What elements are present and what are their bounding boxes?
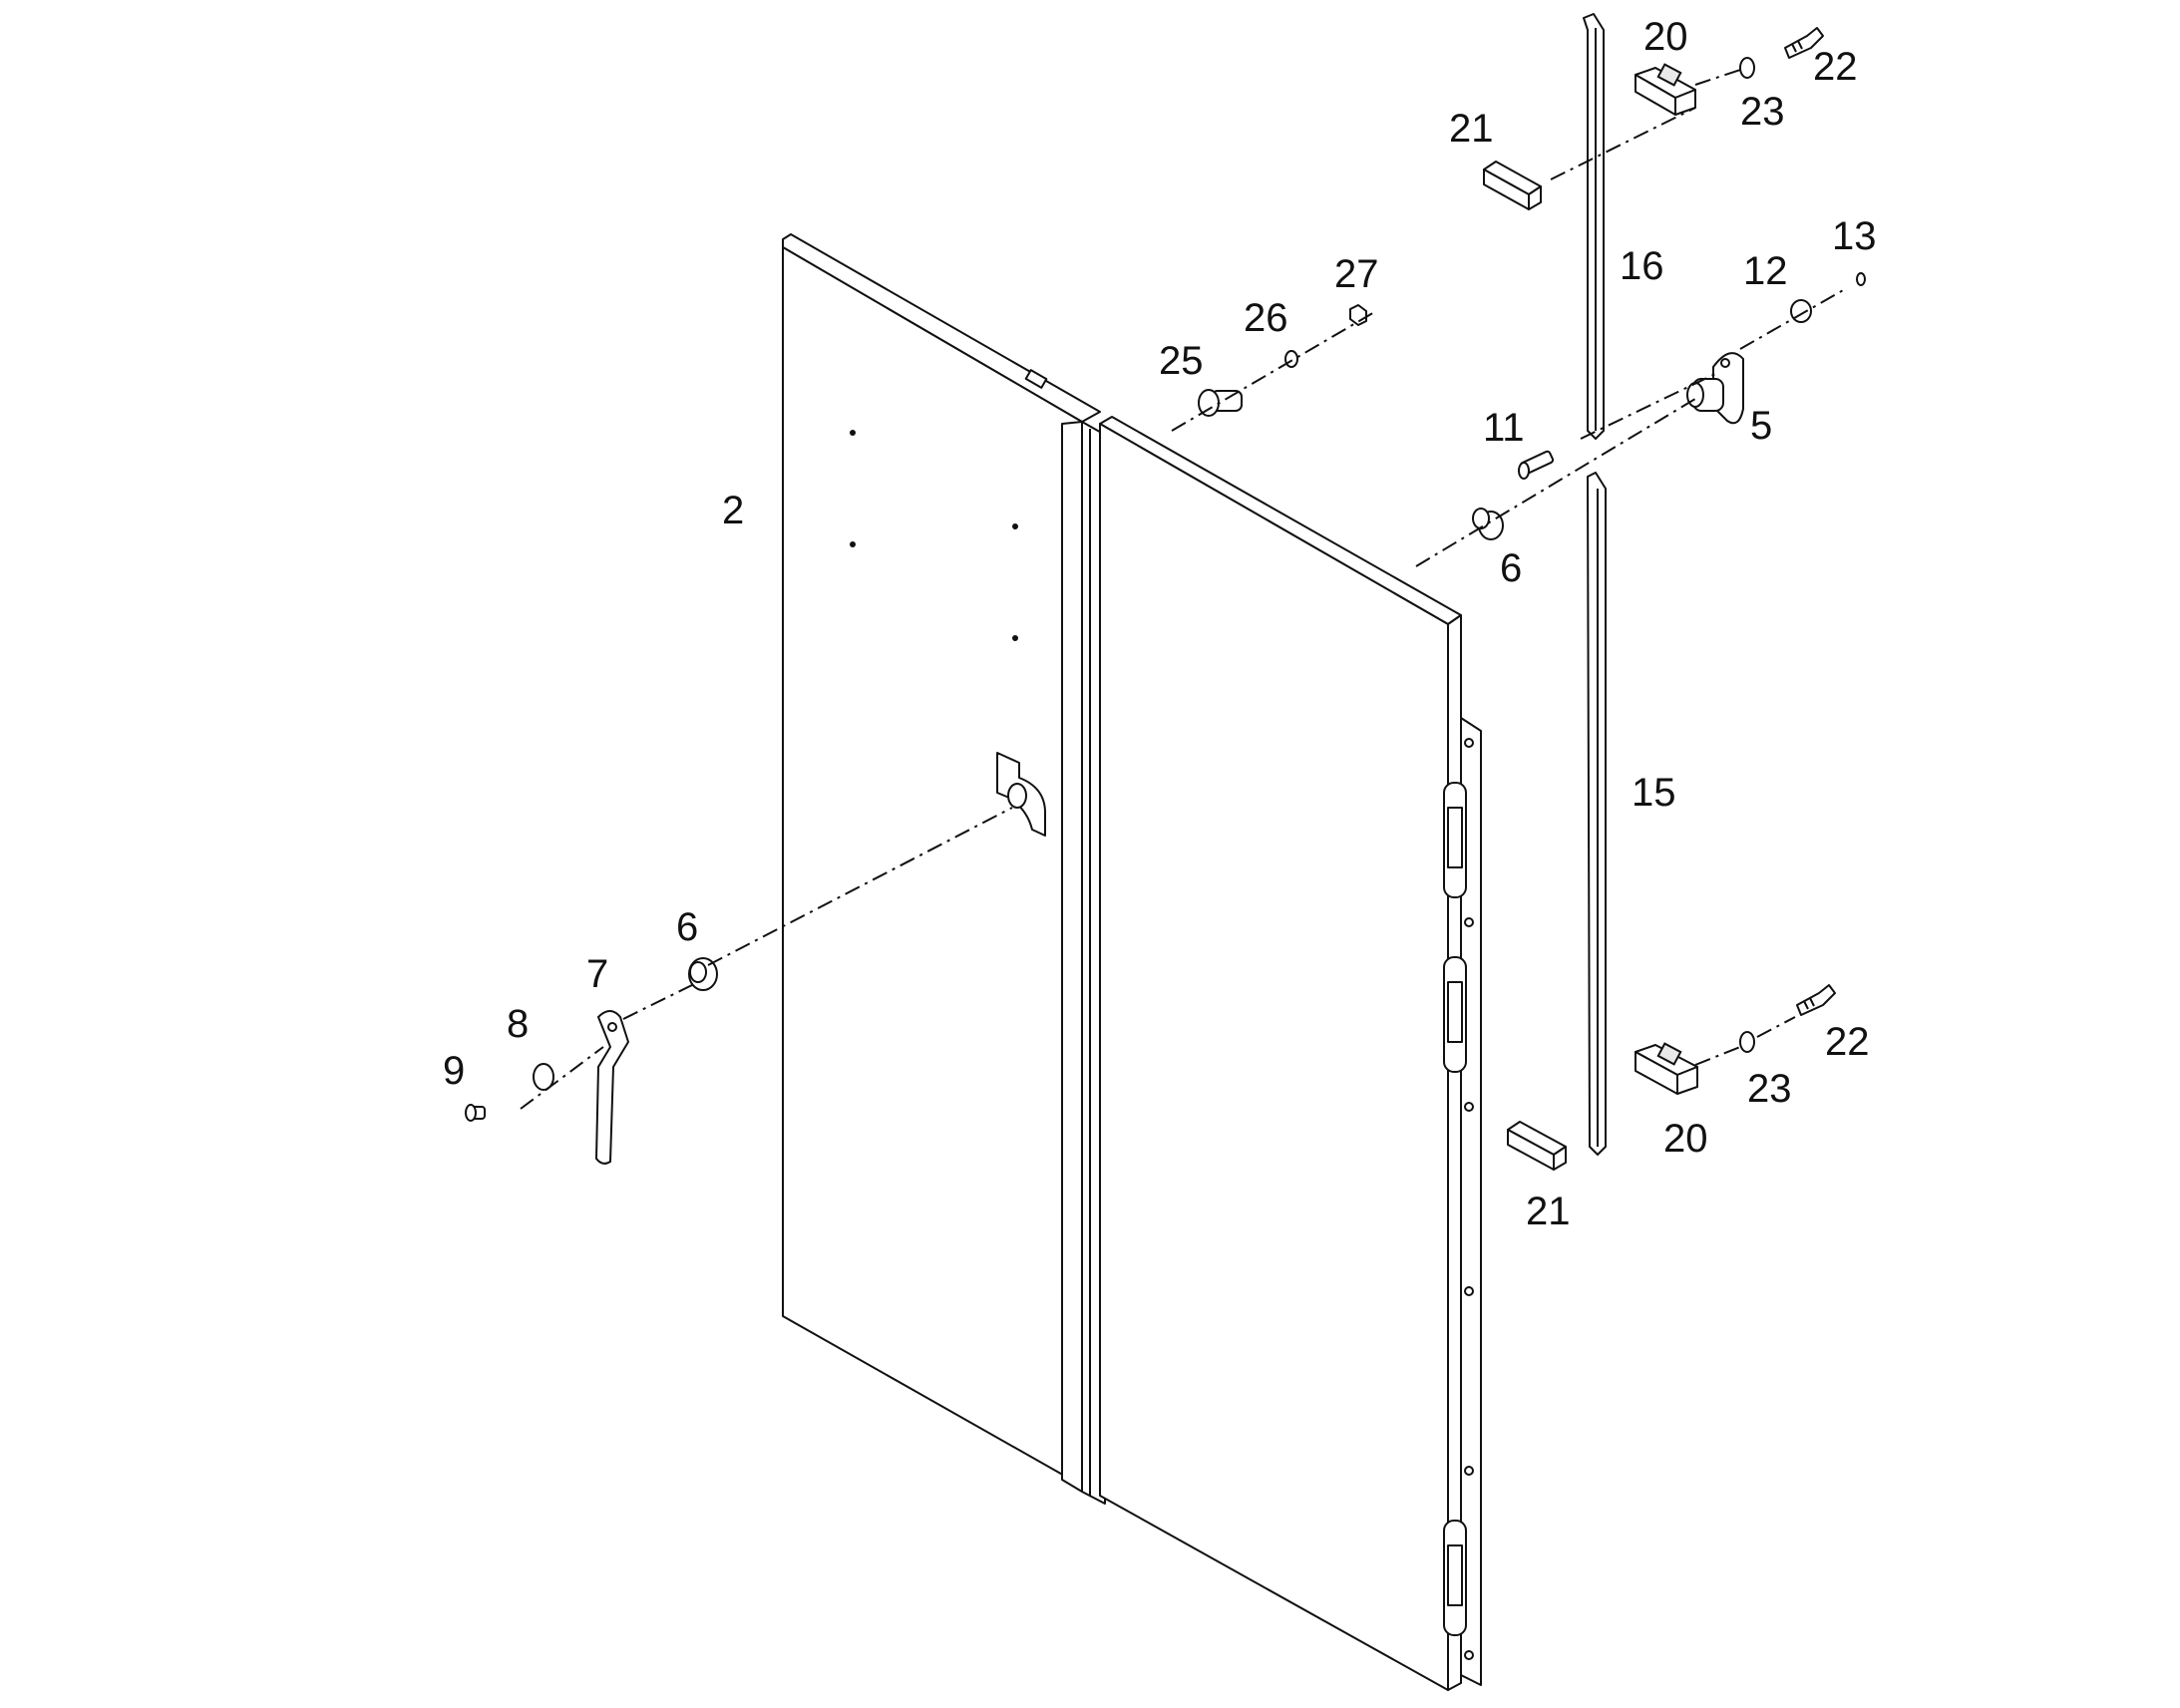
callout-27: 27: [1334, 252, 1379, 296]
center-astragal: [1061, 421, 1106, 1505]
callout-2: 2: [722, 489, 744, 532]
bolt-22-bottom: [1796, 984, 1836, 1016]
screw-9: [465, 1104, 486, 1122]
callout-22-top: 22: [1813, 45, 1858, 89]
callout-23-top: 23: [1740, 90, 1785, 134]
callout-9: 9: [443, 1049, 465, 1093]
callout-15: 15: [1632, 771, 1676, 815]
bushing-6-upper: [1472, 508, 1504, 540]
latch-plate: [996, 752, 1046, 837]
callout-12: 12: [1743, 249, 1788, 293]
callout-6-upper: 6: [1500, 546, 1522, 590]
washer-8: [533, 1063, 554, 1091]
callout-11: 11: [1483, 406, 1525, 450]
callout-20-top: 20: [1643, 15, 1688, 59]
callout-20-bottom: 20: [1663, 1117, 1708, 1161]
callout-labels: 2 5 6 6 7 8 9 11 12 13 15 16 20 20 21 21…: [443, 15, 1877, 1233]
callout-25: 25: [1159, 339, 1204, 383]
pin-11: [1518, 450, 1555, 480]
callout-26: 26: [1244, 296, 1288, 340]
callout-13: 13: [1832, 214, 1877, 258]
knob-25: [1198, 389, 1243, 417]
rod-guide-20-bottom: [1635, 1042, 1698, 1095]
door-leaf-right: [1099, 416, 1462, 1691]
hinge-strip: [1443, 717, 1482, 1686]
callout-21-top: 21: [1449, 107, 1494, 151]
washer-23-top: [1739, 57, 1755, 79]
handle-7: [595, 1010, 629, 1165]
callout-6-lower: 6: [676, 905, 698, 949]
washer-26: [1284, 350, 1298, 368]
rod-16: [1583, 13, 1605, 440]
callout-22-bottom: 22: [1825, 1020, 1870, 1064]
leader-lines: [520, 69, 1846, 1110]
nut-27: [1349, 304, 1367, 326]
nut-13: [1856, 272, 1866, 286]
washer-23-bottom: [1739, 1031, 1755, 1053]
latch-housing-5: [1686, 352, 1744, 425]
rod-15: [1587, 472, 1607, 1156]
rod-guide-20-top: [1635, 63, 1696, 116]
callout-5: 5: [1750, 404, 1772, 448]
callout-23-bottom: 23: [1747, 1067, 1792, 1111]
callout-21-bottom: 21: [1526, 1190, 1571, 1233]
callout-7: 7: [586, 952, 608, 996]
door-leaf-left: [782, 233, 1101, 1487]
callout-16: 16: [1620, 244, 1664, 288]
spacer-21-bottom: [1507, 1121, 1567, 1171]
callout-8: 8: [507, 1002, 529, 1046]
bolt-22-top: [1784, 27, 1824, 59]
spacer-21-top: [1483, 161, 1542, 210]
bushing-6-lower: [688, 957, 718, 991]
